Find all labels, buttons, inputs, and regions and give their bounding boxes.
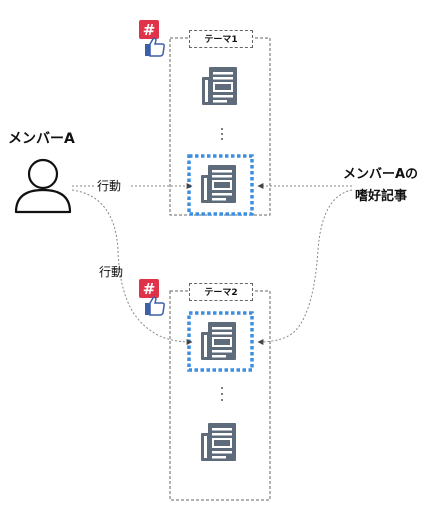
hashtag-like-icon [138, 19, 165, 57]
action-label-2: 行動 [99, 265, 124, 279]
ellipsis [221, 387, 223, 401]
theme2-label: テーマ2 [189, 283, 253, 301]
newspaper-icon [201, 322, 236, 360]
ellipsis [221, 128, 223, 140]
preference-label-line1: メンバーAの [343, 167, 419, 182]
theme1-label: テーマ1 [189, 30, 253, 48]
newspaper-icon [201, 165, 236, 203]
newspaper-icon [201, 423, 236, 461]
action-label-1: 行動 [97, 179, 122, 193]
hashtag-like-icon [138, 278, 165, 316]
person-icon [14, 158, 72, 214]
preference-label-line2: 嗜好記事 [355, 189, 408, 204]
newspaper-icon [202, 67, 237, 105]
action-arrow-2 [71, 189, 193, 345]
preference-arrow-2 [257, 189, 353, 345]
member-label: メンバーA [8, 131, 75, 147]
